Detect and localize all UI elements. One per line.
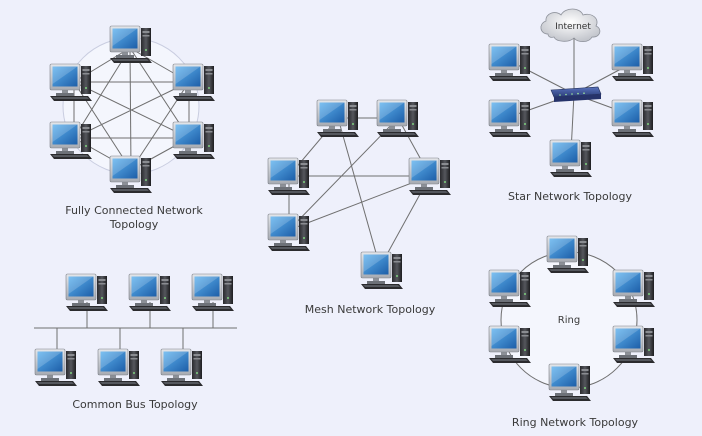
desktop-computer-icon xyxy=(376,99,420,138)
desktop-computer-icon xyxy=(97,348,141,387)
desktop-computer-icon xyxy=(109,155,153,194)
desktop-computer-icon xyxy=(172,121,216,160)
desktop-computer-icon xyxy=(612,325,656,364)
star-topology: Internet xyxy=(488,8,655,178)
mesh-topology xyxy=(267,99,452,290)
desktop-computer-icon xyxy=(128,273,172,312)
desktop-computer-icon xyxy=(488,43,532,82)
mesh-links xyxy=(288,117,431,268)
ring-topology: Ring xyxy=(488,235,656,402)
internet-label: Internet xyxy=(555,22,591,32)
desktop-computer-icon xyxy=(549,139,593,178)
internet-cloud-icon: Internet xyxy=(540,8,601,43)
desktop-computer-icon xyxy=(172,63,216,102)
ring-center-label: Ring xyxy=(558,315,580,326)
mesh-caption: Mesh Network Topology xyxy=(304,303,436,316)
desktop-computer-icon xyxy=(488,99,532,138)
fully-connected-caption-line1: Fully Connected Network xyxy=(65,204,203,217)
desktop-computer-icon xyxy=(360,251,404,290)
bus-caption: Common Bus Topology xyxy=(72,398,198,411)
network-switch-icon xyxy=(550,86,602,102)
fully-connected-caption: Fully Connected Network Topology xyxy=(36,204,232,232)
star-caption: Star Network Topology xyxy=(507,190,633,203)
desktop-computer-icon xyxy=(611,43,655,82)
desktop-computer-icon xyxy=(160,348,204,387)
bus-topology xyxy=(34,273,237,387)
fully-connected-caption-line2: Topology xyxy=(109,218,159,231)
fully-connected-topology xyxy=(49,25,216,194)
desktop-computer-icon xyxy=(34,348,78,387)
desktop-computer-icon xyxy=(612,269,656,308)
desktop-computer-icon xyxy=(316,99,360,138)
ring-caption: Ring Network Topology xyxy=(511,416,639,429)
desktop-computer-icon xyxy=(65,273,109,312)
desktop-computer-icon xyxy=(611,99,655,138)
desktop-computer-icon xyxy=(267,157,311,196)
desktop-computer-icon xyxy=(548,363,592,402)
desktop-computer-icon xyxy=(267,213,311,252)
desktop-computer-icon xyxy=(191,273,235,312)
desktop-computer-icon xyxy=(408,157,452,196)
